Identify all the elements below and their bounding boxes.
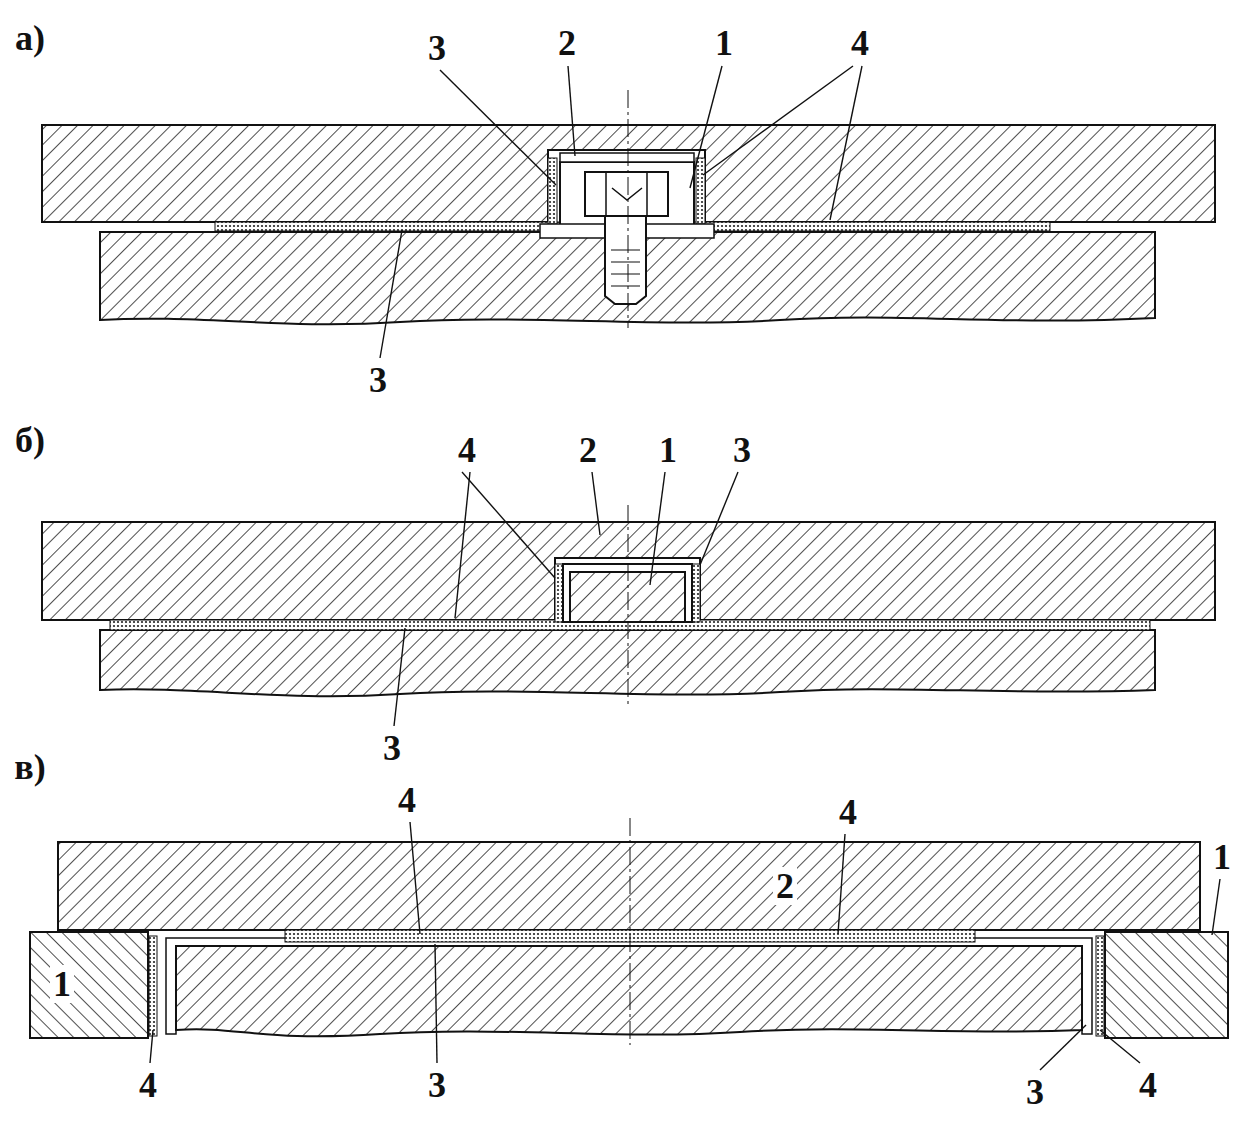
callout-number: 3 — [1023, 1073, 1047, 1111]
coating-layer — [555, 564, 563, 622]
callout-number: 1 — [656, 431, 680, 469]
bolt-thread — [611, 250, 640, 286]
coating-layer — [149, 936, 157, 1036]
callout-number: 4 — [395, 781, 419, 819]
callout-number: 3 — [730, 431, 754, 469]
bolt-shank — [605, 216, 646, 304]
coating-layer — [548, 158, 557, 224]
coating-layer — [696, 158, 705, 224]
leader-line — [150, 822, 1220, 1070]
callout-number: 2 — [773, 867, 797, 905]
coating-layer — [1096, 936, 1104, 1036]
callout-number: 3 — [425, 29, 449, 67]
bolt-head — [606, 172, 647, 216]
panel-a — [42, 66, 1215, 358]
callout-number: 4 — [848, 24, 872, 62]
panel-b — [42, 472, 1215, 726]
callout-number: 3 — [425, 1066, 449, 1104]
coating-layer — [692, 564, 700, 622]
panel-letter: б) — [12, 421, 48, 459]
callout-number: 3 — [366, 361, 390, 399]
callout-number: 2 — [555, 24, 579, 62]
cap — [560, 153, 694, 162]
callout-number: 4 — [136, 1066, 160, 1104]
callout-number: 1 — [712, 24, 736, 62]
callout-number: 4 — [455, 431, 479, 469]
center-axis — [628, 505, 629, 708]
panel-v — [30, 818, 1228, 1070]
callout-number: 2 — [576, 431, 600, 469]
leader-line — [394, 472, 738, 726]
side-block — [30, 932, 148, 1038]
callout-number: 4 — [1136, 1066, 1160, 1104]
callout-number: 1 — [50, 965, 74, 1003]
panel-letter: а) — [12, 19, 48, 57]
callout-number: 1 — [1210, 838, 1234, 876]
callout-number: 3 — [380, 729, 404, 767]
bolt-head — [585, 172, 668, 216]
leader-line — [380, 66, 862, 358]
upper-plate — [58, 842, 1200, 930]
center-axis — [630, 818, 631, 1045]
callout-number: 4 — [836, 793, 860, 831]
lower-plate — [176, 946, 1082, 1036]
center-axis — [628, 90, 629, 328]
panel-letter: в) — [11, 748, 48, 786]
side-block — [1105, 932, 1228, 1038]
